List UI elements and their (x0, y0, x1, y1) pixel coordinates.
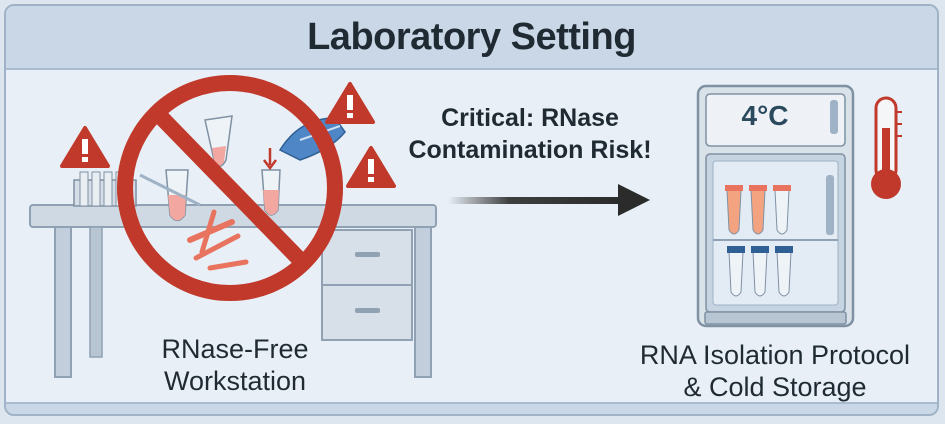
protocol-label: RNA Isolation Protocol & Cold Storage (610, 339, 940, 403)
protocol-line-2: & Cold Storage (683, 372, 867, 402)
warning-text: Critical: RNase Contamination Risk! (400, 102, 660, 166)
workstation-line-1: RNase-Free (161, 334, 309, 364)
workstation-line-2: Workstation (163, 366, 307, 396)
fridge-icon (696, 84, 855, 328)
contaminated-tubes (139, 115, 281, 271)
arrow-right-icon (448, 184, 650, 216)
thermometer-icon (871, 96, 902, 199)
prohibition-icon (117, 75, 343, 301)
page-title: Laboratory Setting (307, 15, 636, 58)
protocol-line-1: RNA Isolation Protocol (639, 340, 911, 370)
warning-line-1: Critical: RNase (441, 104, 619, 132)
warning-triangle-icon (60, 126, 110, 168)
fridge-temperature: 4°C (741, 100, 789, 131)
workstation-label: RNase-Free Workstation (120, 333, 350, 397)
header-bar: Laboratory Setting (6, 6, 937, 70)
warning-triangle-icon (325, 82, 375, 124)
bottom-strip (6, 402, 937, 414)
warning-triangle-icon (346, 146, 396, 188)
warning-line-2: Contamination Risk! (408, 136, 652, 164)
